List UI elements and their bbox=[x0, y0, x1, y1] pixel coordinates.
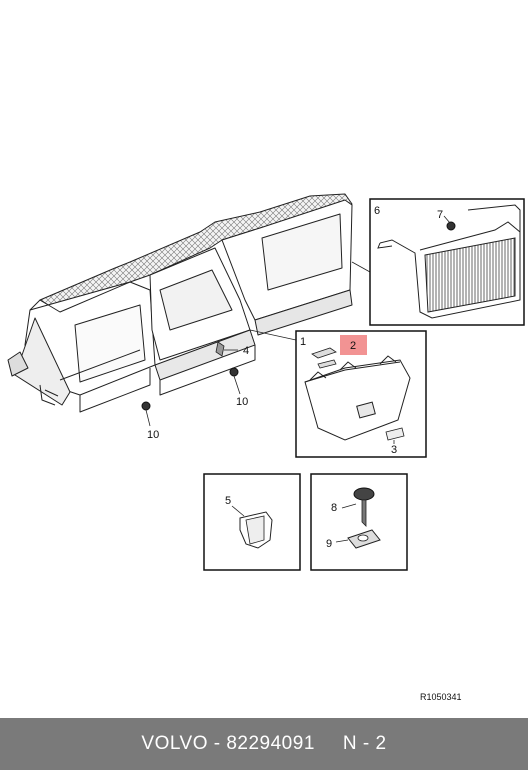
callout-5: 5 bbox=[225, 495, 231, 507]
fastener-4-icon bbox=[215, 341, 238, 357]
callout-6: 6 bbox=[374, 205, 380, 217]
footer-brand-part-number: VOLVO - 82294091 bbox=[141, 733, 315, 754]
inset-8-9-frame bbox=[310, 473, 408, 571]
callout-3: 3 bbox=[391, 444, 397, 456]
callout-9: 9 bbox=[326, 538, 332, 550]
callout-2: 2 bbox=[350, 340, 356, 352]
inset-5-frame bbox=[203, 473, 301, 571]
handle-part-3 bbox=[385, 427, 405, 441]
callout-10-upper: 10 bbox=[236, 396, 248, 408]
screw-10-lower-icon bbox=[141, 401, 151, 427]
parts-diagram: 1 2 3 4 5 6 7 8 9 10 10 R1050341 bbox=[7, 193, 525, 702]
reference-code: R1050341 bbox=[420, 692, 462, 702]
callout-4: 4 bbox=[243, 345, 249, 357]
footer-page-ref: N - 2 bbox=[342, 733, 387, 754]
inset-6-frame bbox=[369, 198, 525, 326]
callout-10-lower: 10 bbox=[147, 429, 159, 441]
leader-to-inset-6 bbox=[351, 261, 371, 273]
callout-7: 7 bbox=[437, 209, 443, 221]
screw-10-upper-icon bbox=[229, 367, 241, 395]
inset-1-frame bbox=[295, 330, 427, 458]
callout-8: 8 bbox=[331, 502, 337, 514]
screw-8-icon bbox=[353, 487, 375, 501]
leader-to-inset-1 bbox=[249, 329, 297, 341]
dashboard-assembly bbox=[7, 193, 353, 413]
part-2-highlight bbox=[340, 335, 367, 355]
screw-7-icon bbox=[446, 221, 456, 231]
callout-1: 1 bbox=[300, 336, 306, 348]
clip-part-2 bbox=[311, 347, 337, 359]
panel-6-part bbox=[379, 221, 521, 319]
footer-bar: VOLVO - 82294091 N - 2 bbox=[0, 718, 528, 770]
